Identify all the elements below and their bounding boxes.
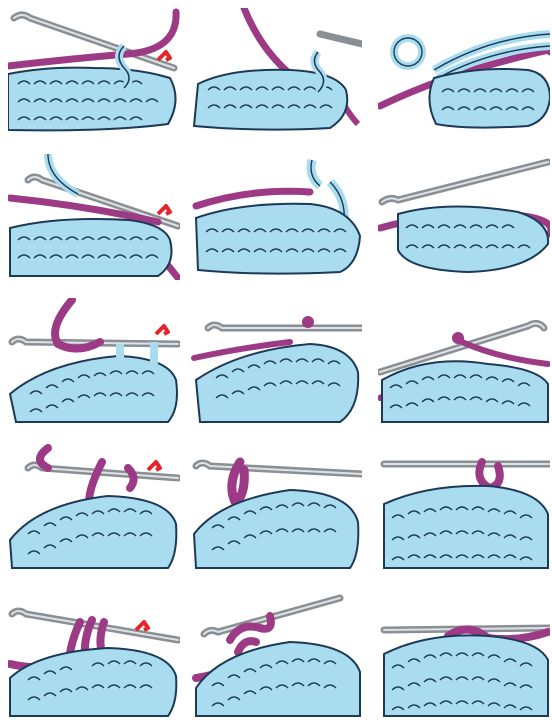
step-panel-15 — [378, 592, 550, 720]
yarn-strand-icon — [244, 8, 290, 74]
step-panel-6 — [378, 152, 550, 280]
step-illustration-15 — [378, 592, 550, 720]
fabric-swatch-icon — [10, 648, 176, 716]
fabric-swatch-icon — [10, 496, 176, 568]
step-panel-7 — [8, 298, 180, 426]
step-illustration-7 — [8, 298, 180, 426]
insertion-arrow-icon — [158, 206, 170, 214]
insertion-arrow-icon — [156, 326, 168, 334]
step-illustration-4 — [8, 152, 180, 280]
step-panel-1 — [8, 8, 180, 136]
step-panel-4 — [8, 152, 180, 280]
step-panel-13 — [8, 592, 180, 720]
step-illustration-12 — [378, 444, 550, 572]
step-illustration-14 — [190, 592, 362, 720]
fabric-swatch-icon — [429, 69, 550, 128]
step-illustration-6 — [378, 152, 550, 280]
insertion-arrow-icon — [148, 462, 160, 470]
fabric-swatch-icon — [10, 219, 172, 276]
step-illustration-1 — [8, 8, 180, 136]
fabric-swatch-icon — [384, 635, 548, 716]
step-panel-2 — [190, 8, 362, 136]
step-illustration-13 — [8, 592, 180, 720]
yarn-strand-icon — [232, 462, 244, 504]
step-panel-12 — [378, 444, 550, 572]
insertion-arrow-icon — [136, 622, 148, 630]
step-illustration-11 — [190, 444, 362, 572]
insertion-arrow-icon — [158, 52, 170, 60]
step-panel-11 — [190, 444, 362, 572]
step-illustration-5 — [190, 152, 362, 280]
fabric-swatch-icon — [398, 206, 548, 272]
fabric-swatch-icon — [382, 361, 548, 422]
step-panel-8 — [190, 298, 362, 426]
step-illustration-9 — [378, 298, 550, 426]
fabric-swatch-icon — [196, 642, 360, 716]
step-illustration-3 — [378, 8, 550, 136]
crochet-hook-icon — [320, 34, 362, 44]
step-panel-10 — [8, 444, 180, 572]
step-panel-9 — [378, 298, 550, 426]
step-panel-3 — [378, 8, 550, 136]
step-illustration-2 — [190, 8, 362, 136]
step-illustration-10 — [8, 444, 180, 572]
step-panel-5 — [190, 152, 362, 280]
yarn-loop-icon — [302, 316, 314, 328]
step-illustration-8 — [190, 298, 362, 426]
fabric-swatch-icon — [194, 490, 358, 568]
fabric-swatch-icon — [196, 204, 360, 274]
fabric-swatch-icon — [10, 356, 177, 422]
step-panel-14 — [190, 592, 362, 720]
